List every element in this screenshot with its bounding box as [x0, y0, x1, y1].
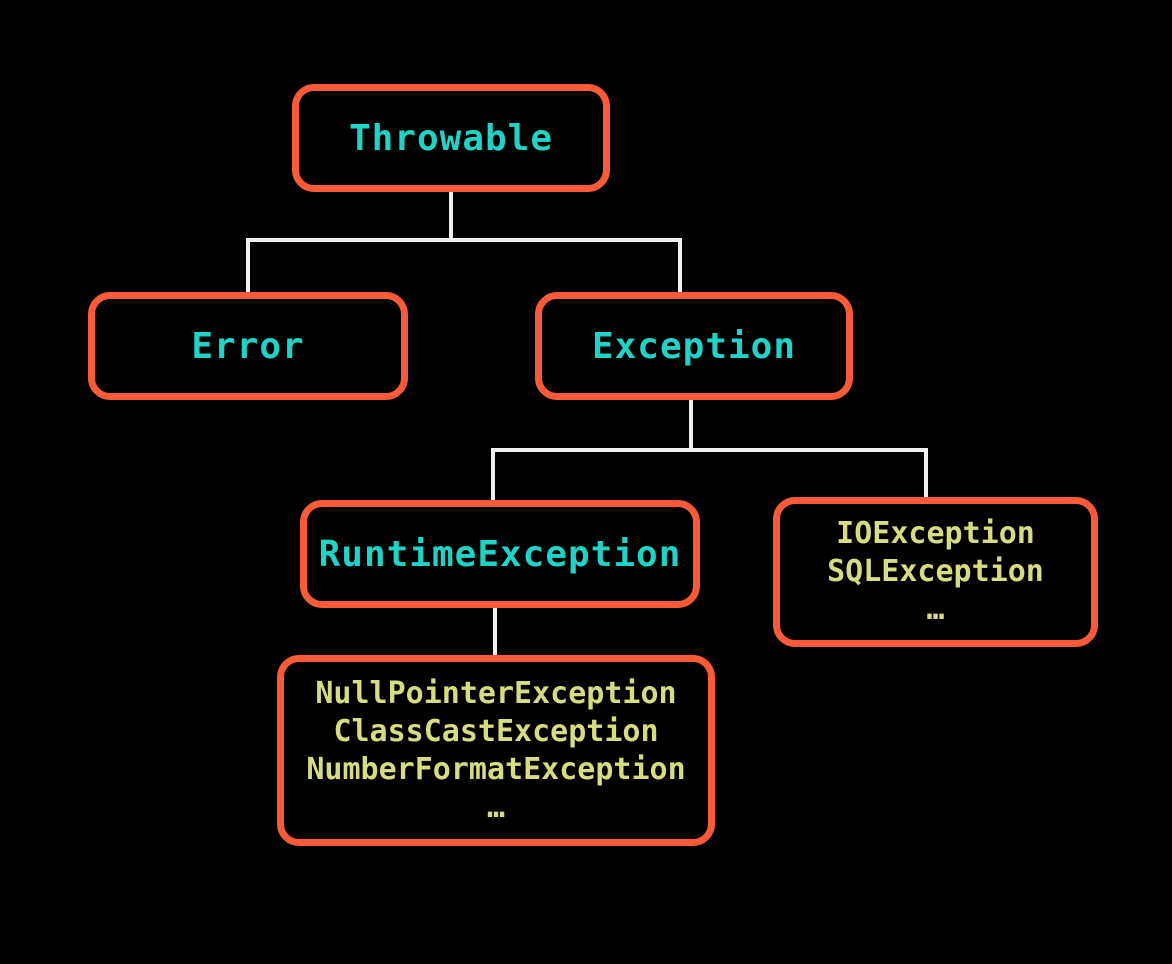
exception-example-line: SQLException [827, 554, 1044, 589]
node-runtime-exception-examples: NullPointerException ClassCastException … [277, 655, 715, 846]
node-runtime-exception: RuntimeException [300, 500, 700, 608]
connector-runtime-exception-stem [493, 608, 497, 655]
connector-to-exception [678, 238, 682, 292]
connector-exception-stem [689, 400, 693, 450]
node-exception-label: Exception [591, 325, 797, 367]
node-throwable-label: Throwable [348, 117, 554, 159]
exception-example-ellipsis: … [926, 592, 945, 627]
connector-throwable-stem [449, 192, 453, 242]
node-exception-examples: IOException SQLException … [773, 497, 1098, 647]
connector-to-exception-examples [924, 448, 928, 497]
runtime-example-line: ClassCastException [333, 713, 659, 749]
node-exception: Exception [535, 292, 853, 400]
runtime-example-line: NumberFormatException [306, 751, 686, 787]
connector-throwable-children-bar [246, 238, 682, 242]
node-error-label: Error [191, 325, 305, 367]
runtime-example-line: NullPointerException [315, 675, 677, 711]
node-runtime-exception-label: RuntimeException [318, 533, 682, 575]
exception-example-line: IOException [836, 516, 1035, 551]
connector-to-runtime-exception [491, 448, 495, 500]
node-throwable: Throwable [292, 84, 610, 192]
connector-exception-children-bar [491, 448, 928, 452]
runtime-example-ellipsis: … [486, 789, 506, 825]
connector-to-error [246, 238, 250, 292]
node-error: Error [88, 292, 408, 400]
